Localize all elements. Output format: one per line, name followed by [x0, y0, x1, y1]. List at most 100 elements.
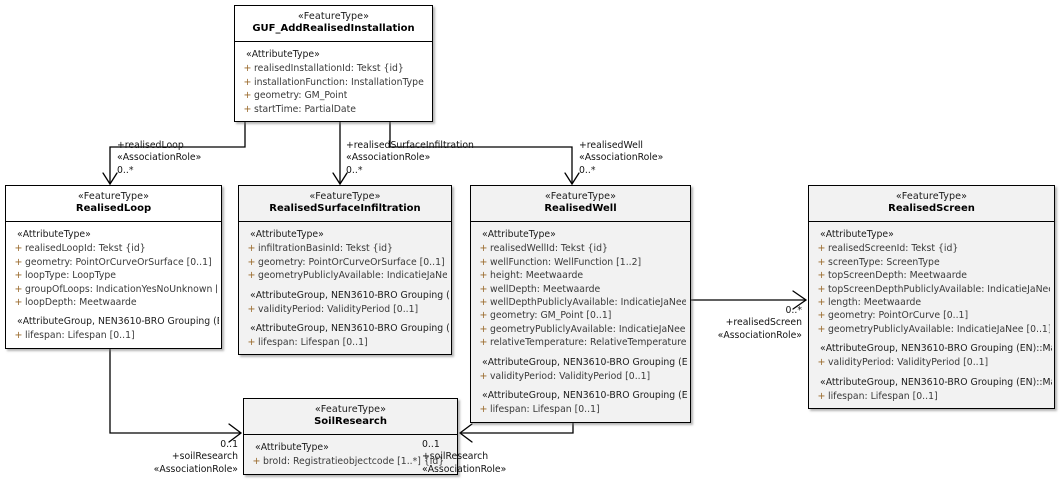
visibility-marker: +: [479, 256, 488, 268]
association-multiplicity: 0..*: [785, 305, 802, 316]
association-label-realisedsurfaceinfiltration: +realisedSurfaceInfiltration «Associatio…: [346, 140, 474, 177]
class-body-realisedloop: «AttributeType» + realisedLoopId: Tekst …: [6, 222, 221, 348]
visibility-marker: +: [247, 337, 256, 348]
attribute-text: realisedInstallationId: Tekst {id}: [254, 63, 404, 75]
visibility-marker: +: [247, 303, 256, 315]
attribute-row: + lifespan: Lifespan [0..1]: [8, 329, 219, 342]
attribute-text: screenType: ScreenType: [828, 256, 940, 268]
attribute-text: validityPeriod: ValidityPeriod [0..1]: [490, 370, 651, 382]
class-box-realisedloop[interactable]: «FeatureType» RealisedLoop «AttributeTyp…: [5, 185, 222, 349]
association-label-realisedloop: +realisedLoop «AssociationRole» 0..*: [117, 140, 201, 177]
visibility-marker: +: [479, 404, 488, 416]
attribute-text: lifespan: Lifespan [0..1]: [828, 390, 938, 402]
class-stereotype: «FeatureType»: [314, 404, 387, 415]
attribute-text: loopType: LoopType: [25, 270, 116, 282]
visibility-marker: +: [252, 456, 261, 468]
class-name: RealisedLoop: [75, 203, 152, 215]
association-multiplicity: 0..1: [220, 439, 238, 450]
attribute-text: geometry: PointOrCurveOrSurface [0..1]: [25, 256, 212, 268]
attribute-row: + loopType: LoopType: [8, 269, 219, 282]
association-role-name: +realisedWell: [579, 140, 643, 151]
attribute-row: + wellDepth: Meetwaarde: [473, 283, 688, 296]
attribute-group-label: «AttributeType»: [482, 229, 556, 241]
class-body-soilresearch: «AttributeType» + broId: Registratieobje…: [244, 435, 457, 474]
association-role-name: +soilResearch: [422, 451, 489, 463]
association-stereotype: «AssociationRole»: [117, 152, 202, 164]
visibility-marker: +: [479, 310, 488, 322]
visibility-marker: +: [817, 297, 826, 308]
visibility-marker: +: [817, 390, 826, 402]
visibility-marker: +: [817, 323, 826, 335]
class-box-realisedscreen[interactable]: «FeatureType» RealisedScreen «AttributeT…: [808, 185, 1055, 410]
visibility-marker: +: [243, 103, 252, 115]
visibility-marker: +: [14, 243, 23, 255]
class-name: RealisedSurfaceInfiltration: [269, 203, 421, 215]
attribute-text: startTime: PartialDate: [254, 103, 356, 115]
attribute-text: wellDepthPubliclyAvailable: IndicatieJaN…: [490, 297, 686, 308]
attribute-row: + geometryPubliclyAvailable: IndicatieJa…: [473, 323, 688, 336]
association-label-soilresearch-left: 0..1 +soilResearch «AssociationRole»: [128, 439, 238, 476]
class-body-guf: «AttributeType» + realisedInstallationId…: [235, 42, 432, 121]
association-stereotype: «AssociationRole»: [153, 463, 238, 475]
class-box-realisedwell[interactable]: «FeatureType» RealisedWell «AttributeTyp…: [470, 185, 691, 423]
association-label-realisedscreen: 0..* +realisedScreen «AssociationRole»: [684, 305, 802, 342]
attribute-group-label: «AttributeType»: [250, 229, 324, 241]
visibility-marker: +: [479, 297, 488, 308]
attribute-text: wellDepth: Meetwaarde: [490, 283, 601, 295]
attribute-text: infiltrationBasinId: Tekst {id}: [258, 243, 393, 255]
attribute-row: + length: Meetwaarde: [811, 296, 1052, 309]
association-stereotype: «AssociationRole»: [717, 329, 802, 341]
attribute-text: geometryPubliclyAvailable: IndicatieJaNe…: [258, 270, 447, 282]
attribute-row: + validityPeriod: ValidityPeriod [0..1]: [811, 356, 1052, 369]
class-name: RealisedScreen: [888, 203, 975, 215]
arrowhead-well: [564, 172, 580, 186]
association-multiplicity: 0..*: [346, 164, 363, 176]
class-name: GUF_AddRealisedInstallation: [252, 23, 415, 35]
class-stereotype: «FeatureType»: [895, 191, 968, 202]
attribute-row: + validityPeriod: ValidityPeriod [0..1]: [473, 370, 688, 383]
attribute-group-label: «AttributeGroup, NEN3610-BRO Grouping (E…: [250, 289, 449, 301]
attribute-text: geometryPubliclyAvailable: IndicatieJaNe…: [490, 323, 686, 335]
attribute-row: + loopDepth: Meetwaarde: [8, 296, 219, 309]
attribute-text: geometry: GM_Point [0..1]: [490, 310, 612, 322]
attribute-text: installationFunction: InstallationType: [254, 76, 424, 88]
visibility-marker: +: [817, 243, 826, 255]
attribute-row: + height: Meetwaarde: [473, 269, 688, 282]
visibility-marker: +: [14, 256, 23, 268]
class-header-realisedloop: «FeatureType» RealisedLoop: [6, 186, 221, 223]
attribute-row: + relativeTemperature: RelativeTemperatu…: [473, 336, 688, 349]
attribute-text: lifespan: Lifespan [0..1]: [25, 330, 135, 342]
visibility-marker: +: [243, 76, 252, 88]
attribute-row: + screenType: ScreenType: [811, 256, 1052, 269]
attribute-text: length: Meetwaarde: [828, 297, 922, 308]
attribute-row: + geometryPubliclyAvailable: IndicatieJa…: [241, 269, 449, 282]
attribute-group-label: «AttributeGroup, NEN3610-BRO Grouping (E…: [250, 323, 449, 334]
arrowhead-surface: [332, 172, 348, 186]
attribute-text: geometry: PointOrCurveOrSurface [0..1]: [258, 256, 445, 268]
association-multiplicity: 0..*: [579, 164, 596, 176]
visibility-marker: +: [479, 337, 488, 349]
visibility-marker: +: [14, 283, 23, 295]
attribute-row: + wellDepthPubliclyAvailable: IndicatieJ…: [473, 296, 688, 309]
class-stereotype: «FeatureType»: [297, 11, 370, 22]
class-box-guf-addrealisedinstallation[interactable]: «FeatureType» GUF_AddRealisedInstallatio…: [234, 5, 433, 122]
attribute-row: + realisedLoopId: Tekst {id}: [8, 242, 219, 255]
class-name: RealisedWell: [544, 203, 617, 215]
attribute-row: + infiltrationBasinId: Tekst {id}: [241, 242, 449, 255]
attribute-group-label: «AttributeGroup, NEN3610-BRO Grouping (E…: [820, 376, 1052, 388]
visibility-marker: +: [479, 243, 488, 255]
attribute-group-label: «AttributeType»: [820, 229, 894, 241]
attribute-row: + lifespan: Lifespan [0..1]: [241, 336, 449, 349]
visibility-marker: +: [817, 310, 826, 322]
attribute-group-label: «AttributeGroup, NEN3610-BRO Grouping (E…: [820, 343, 1052, 355]
class-box-realisedsurfaceinfiltration[interactable]: «FeatureType» RealisedSurfaceInfiltratio…: [238, 185, 452, 356]
visibility-marker: +: [14, 270, 23, 282]
class-stereotype: «FeatureType»: [544, 191, 617, 202]
attribute-row: + geometryPubliclyAvailable: IndicatieJa…: [811, 323, 1052, 336]
class-box-soilresearch[interactable]: «FeatureType» SoilResearch «AttributeTyp…: [243, 398, 458, 475]
association-label-soilresearch-right: 0..1 +soilResearch «AssociationRole»: [422, 439, 506, 476]
attribute-text: relativeTemperature: RelativeTemperature…: [490, 337, 686, 349]
attribute-row: + broId: Registratieobjectcode [1..*] {i…: [246, 455, 455, 468]
attribute-text: broId: Registratieobjectcode [1..*] {id}: [263, 456, 445, 468]
